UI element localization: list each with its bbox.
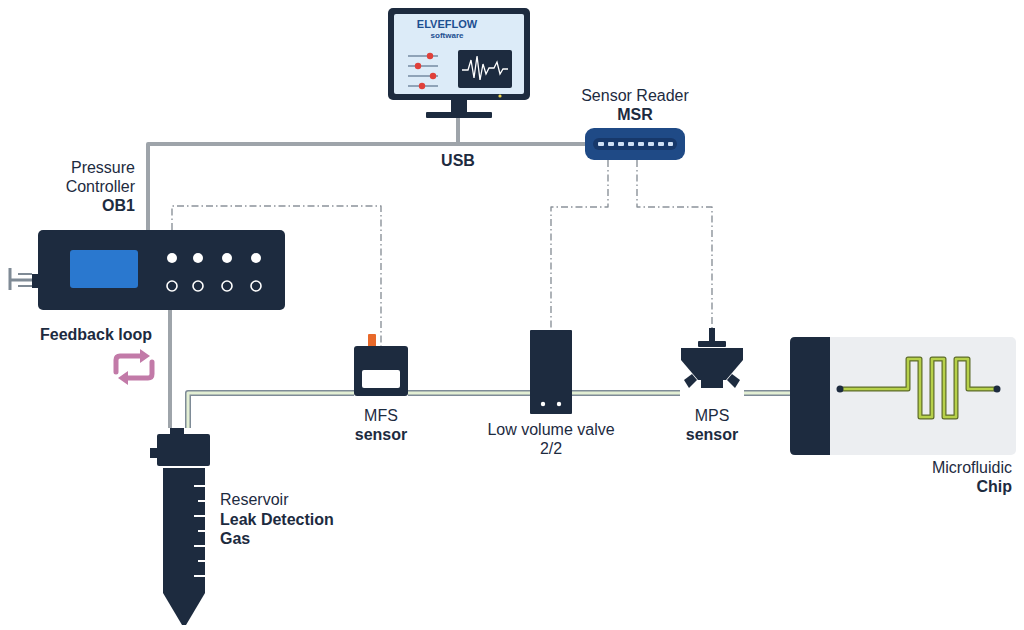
usb-cable xyxy=(458,118,585,144)
wire-stroke xyxy=(168,310,172,428)
fluid-tube xyxy=(744,393,790,394)
sensor-connector xyxy=(368,334,376,347)
screen-brand: ELVEFLOW xyxy=(406,18,488,31)
wire-stroke xyxy=(408,392,530,395)
wire-stroke xyxy=(744,392,790,395)
flow-sensor: MFSsensor xyxy=(354,346,408,396)
device-label: Microfluidic xyxy=(876,458,1012,477)
usb-cable xyxy=(148,118,458,230)
device-label: MPS xyxy=(662,406,762,425)
device-label: Low volume valve 2/2 xyxy=(485,420,617,458)
reservoir: ReservoirLeak Detection Gas xyxy=(150,428,216,625)
feedback-icon xyxy=(116,356,152,378)
fluid-tube xyxy=(572,393,680,394)
wire-stroke xyxy=(458,118,585,144)
wire-stroke xyxy=(188,393,354,428)
signal-cable xyxy=(551,160,608,330)
monitor: ELVEFLOWsoftware xyxy=(388,8,530,118)
wire-stroke xyxy=(148,118,458,230)
valve-art xyxy=(530,330,572,414)
wire-stroke xyxy=(744,390,790,396)
loop-label: Feedback loop xyxy=(40,325,152,344)
signal-cable xyxy=(637,160,712,328)
device-label: Reservoir xyxy=(220,490,360,509)
screen-subtitle: software xyxy=(406,31,488,41)
sensor-reader-art xyxy=(585,128,685,160)
device-name: sensor xyxy=(331,425,431,444)
chip-art xyxy=(790,337,1016,455)
microfluidic-chip: MicrofluidicChip xyxy=(790,337,1016,455)
wire-stroke xyxy=(572,392,680,395)
flow-sensor-art xyxy=(354,346,408,396)
valve: Low volume valve 2/2 xyxy=(530,330,572,414)
pressure-controller-art xyxy=(38,230,285,310)
feedback-arrowhead xyxy=(140,349,150,363)
pressure-controller: Pressure ControllerOB1 xyxy=(38,230,285,310)
reservoir-art xyxy=(150,428,216,625)
sensor-reader: Sensor ReaderMSR xyxy=(585,128,685,160)
fluid-tube xyxy=(188,393,354,428)
fluid-tube xyxy=(408,393,530,394)
cable-label: USB xyxy=(438,151,478,170)
device-name: sensor xyxy=(662,425,762,444)
wire-stroke xyxy=(637,160,712,328)
pressure-sensor-art xyxy=(680,328,744,396)
pressure-sensor: MPSsensor xyxy=(680,328,744,396)
device-name: Leak Detection Gas xyxy=(220,510,345,548)
feedback-arrowhead xyxy=(118,371,128,385)
air-line xyxy=(170,310,171,428)
device-name: Chip xyxy=(876,477,1012,496)
device-label: Sensor Reader xyxy=(560,86,710,105)
device-label: Pressure Controller xyxy=(25,158,135,196)
wire-stroke xyxy=(551,160,608,330)
device-label: MFS xyxy=(331,406,431,425)
device-name: OB1 xyxy=(25,196,135,215)
wire-stroke xyxy=(572,390,680,396)
device-name: MSR xyxy=(585,105,685,124)
wire-stroke xyxy=(188,393,354,428)
wire-stroke xyxy=(408,390,530,396)
